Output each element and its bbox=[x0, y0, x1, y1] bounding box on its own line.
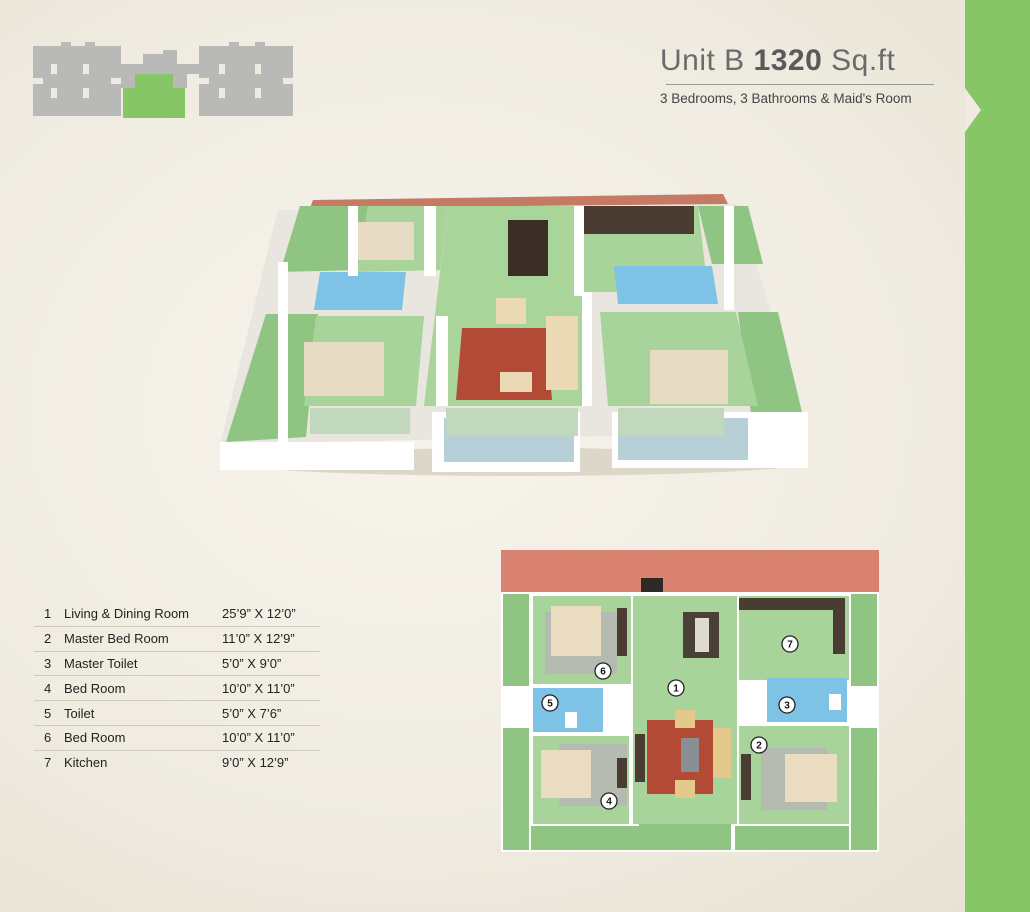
plan-marker-6: 6 bbox=[594, 662, 612, 680]
unit-area-unit: Sq.ft bbox=[831, 44, 896, 77]
room-size: 25’9” X 12’0” bbox=[222, 606, 296, 622]
room-name: Master Bed Room bbox=[64, 631, 169, 647]
kitchen-counter-icon bbox=[576, 206, 694, 234]
plan-marker-5: 5 bbox=[541, 694, 559, 712]
svg-text:1: 1 bbox=[673, 684, 679, 695]
room-name: Master Toilet bbox=[64, 655, 138, 671]
svg-text:3: 3 bbox=[784, 701, 790, 712]
room-size: 5’0” X 9’0” bbox=[222, 655, 282, 671]
room-size: 11’0” X 12’9” bbox=[222, 631, 295, 647]
unit-area-value: 1320 bbox=[753, 44, 823, 77]
bed-icon bbox=[358, 222, 414, 260]
title-divider bbox=[666, 84, 934, 85]
room-number: 1 bbox=[44, 606, 52, 622]
svg-text:5: 5 bbox=[547, 699, 553, 710]
side-accent-band bbox=[965, 0, 1030, 912]
room-number: 4 bbox=[44, 680, 52, 696]
unit-title: Unit B 1320 Sq.ft bbox=[660, 44, 940, 78]
room-number: 3 bbox=[44, 655, 52, 671]
svg-text:2: 2 bbox=[756, 741, 762, 752]
sofa-icon bbox=[675, 710, 695, 728]
unit-label: Unit B bbox=[660, 44, 745, 77]
room-row: 6 Bed Room 10’0” X 11’0” bbox=[34, 726, 320, 751]
sofa-icon bbox=[546, 316, 578, 390]
kitchen-counter-icon bbox=[739, 598, 843, 610]
bed-icon bbox=[551, 606, 601, 656]
room-row: 5 Toilet 5’0” X 7’6” bbox=[34, 701, 320, 726]
room-row: 4 Bed Room 10’0” X 11’0” bbox=[34, 676, 320, 702]
bed-icon bbox=[304, 342, 384, 396]
sofa-icon bbox=[713, 728, 731, 778]
room-number: 5 bbox=[44, 705, 52, 721]
keyplan-icon bbox=[33, 42, 293, 118]
unit-subtitle: 3 Bedrooms, 3 Bathrooms & Maid's Room bbox=[660, 91, 912, 106]
room-number: 2 bbox=[44, 631, 52, 647]
sofa-icon bbox=[496, 298, 526, 324]
plan-marker-2: 2 bbox=[750, 736, 768, 754]
room-size: 9’0” X 12’9” bbox=[222, 755, 289, 771]
plan-marker-4: 4 bbox=[600, 792, 618, 810]
plan-marker-3: 3 bbox=[778, 696, 796, 714]
bed-icon bbox=[785, 754, 837, 802]
unit-title-block: Unit B 1320 Sq.ft 3 Bedrooms, 3 Bathroom… bbox=[660, 44, 940, 106]
bed-icon bbox=[541, 750, 591, 798]
room-size: 10’0” X 11’0” bbox=[222, 680, 295, 696]
sofa-icon bbox=[500, 372, 532, 392]
floor-plan-2d: 1 2 3 4 5 6 7 bbox=[501, 550, 879, 852]
room-size: 5’0” X 7’6” bbox=[222, 705, 282, 721]
roof-terrace bbox=[501, 550, 879, 594]
plan-marker-7: 7 bbox=[781, 635, 799, 653]
room-row: 7 Kitchen 9’0” X 12’9” bbox=[34, 751, 320, 775]
svg-text:4: 4 bbox=[606, 797, 612, 808]
svg-text:6: 6 bbox=[600, 667, 606, 678]
room-size: 10’0” X 11’0” bbox=[222, 730, 295, 746]
bed-icon bbox=[650, 350, 728, 404]
room-number: 6 bbox=[44, 730, 52, 746]
room-row: 3 Master Toilet 5’0” X 9’0” bbox=[34, 652, 320, 677]
room-name: Bed Room bbox=[64, 730, 126, 746]
toilet-icon bbox=[829, 694, 841, 710]
room-name: Kitchen bbox=[64, 755, 108, 771]
side-band-notch bbox=[965, 88, 981, 132]
room-name: Bed Room bbox=[64, 680, 126, 696]
dining-table-icon bbox=[508, 220, 548, 276]
isometric-floor-plan bbox=[220, 194, 808, 476]
room-row: 1 Living & Dining Room 25’9” X 12’0” bbox=[34, 602, 320, 627]
room-name: Toilet bbox=[64, 705, 95, 721]
toilet-icon bbox=[565, 712, 577, 728]
room-row: 2 Master Bed Room 11’0” X 12’9” bbox=[34, 627, 320, 652]
room-number: 7 bbox=[44, 755, 52, 771]
svg-text:7: 7 bbox=[787, 640, 793, 651]
room-schedule: 1 Living & Dining Room 25’9” X 12’0” 2 M… bbox=[34, 602, 320, 775]
plan-marker-1: 1 bbox=[667, 679, 685, 697]
room-name: Living & Dining Room bbox=[64, 606, 190, 622]
sofa-icon bbox=[675, 780, 695, 798]
